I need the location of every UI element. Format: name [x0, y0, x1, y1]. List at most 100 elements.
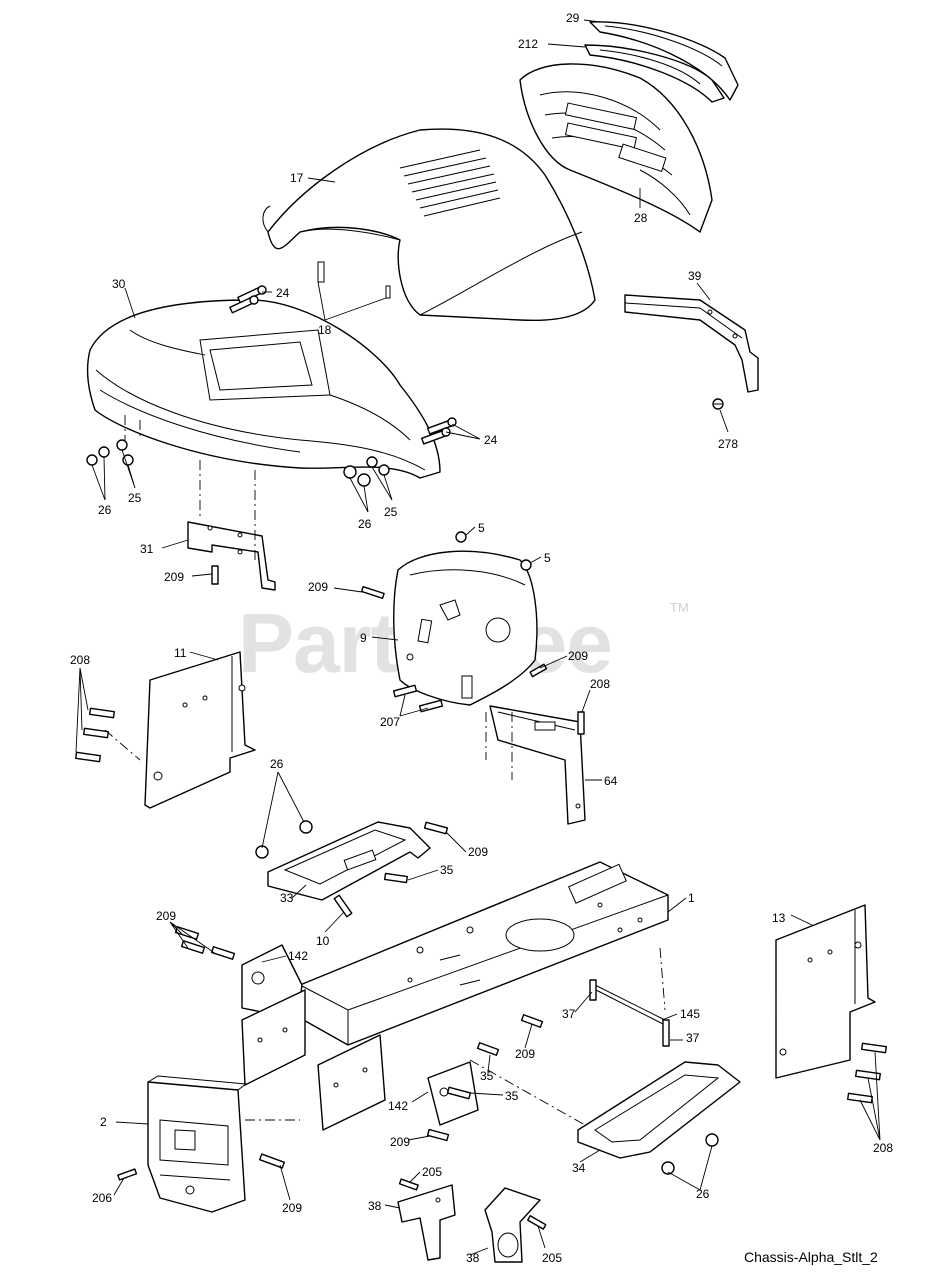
- washer-25-right-b: [378, 464, 390, 476]
- callout-label: 212: [518, 37, 538, 51]
- bolt-208-right-c: [846, 1092, 874, 1104]
- callout-label: 34: [572, 1161, 586, 1175]
- bolt-37: [589, 979, 597, 1001]
- screw-209-31: [211, 565, 219, 585]
- bolt-208-left-c: [74, 751, 102, 763]
- screw-278-part: [712, 398, 724, 410]
- assembly-lines: [104, 415, 666, 1126]
- callout-label: 13: [772, 911, 786, 925]
- callout-label: 35: [440, 863, 454, 877]
- callout-label: 5: [478, 521, 485, 535]
- middle-plate-part: [317, 1034, 386, 1131]
- callout-label: 209: [468, 845, 488, 859]
- callout-label: 209: [390, 1135, 410, 1149]
- callout-label: 33: [280, 891, 294, 905]
- bolt-207-b: [418, 699, 444, 713]
- washer-25: [116, 439, 128, 451]
- callout-label: 10: [316, 934, 330, 948]
- callout-label: 37: [686, 1031, 700, 1045]
- bolt-209-front-b: [180, 940, 206, 954]
- washer-25-right: [366, 456, 378, 468]
- callout-label: 208: [70, 653, 90, 667]
- callout-label: 17: [290, 171, 304, 185]
- bolt-209-hitch: [258, 1153, 286, 1169]
- callout-label: 35: [505, 1089, 519, 1103]
- callout-label: 24: [484, 433, 498, 447]
- callout-label: 142: [288, 949, 308, 963]
- callout-label: 29: [566, 11, 580, 25]
- callout-label: 206: [92, 1191, 112, 1205]
- callout-label: 25: [128, 491, 142, 505]
- screw-205: [398, 1178, 419, 1191]
- nut-5-b: [520, 559, 532, 571]
- callout-label: 24: [276, 286, 290, 300]
- bolt-208-right: [860, 1042, 888, 1054]
- bolt-35-footrest: [383, 872, 409, 884]
- callout-label: 26: [270, 757, 284, 771]
- diagram-caption: Chassis-Alpha_Stlt_2: [744, 1249, 878, 1265]
- callout-label: 278: [718, 437, 738, 451]
- callout-label: 26: [98, 503, 112, 517]
- screw-209-dash: [360, 585, 385, 599]
- fasteners: [74, 285, 888, 1230]
- bolt-35-mid: [476, 1042, 500, 1056]
- right-side-panel-part: [775, 904, 876, 1079]
- bolt-35-lower: [426, 1128, 450, 1142]
- bolt-208-left-b: [82, 727, 110, 739]
- hood-bracket-part: [624, 294, 759, 393]
- callout-label: 209: [515, 1047, 535, 1061]
- bolt-208-64: [577, 711, 585, 735]
- callout-label: 207: [380, 715, 400, 729]
- callout-label: 142: [388, 1099, 408, 1113]
- bolt-24-upper-2: [229, 295, 259, 314]
- screw-205-b: [527, 1215, 547, 1230]
- right-footrest-part: [577, 1061, 741, 1159]
- bolt-37-b: [662, 1019, 670, 1047]
- callout-label: 39: [688, 269, 702, 283]
- bolt-24-lower-2: [420, 427, 451, 445]
- callout-label: 205: [542, 1251, 562, 1265]
- nut-26: [98, 446, 110, 458]
- callout-label: 209: [156, 909, 176, 923]
- callout-label: 26: [696, 1187, 710, 1201]
- nut-5: [455, 531, 467, 543]
- callout-label: 31: [140, 542, 154, 556]
- bolt-208-left: [88, 707, 116, 719]
- bolt-209-footrest: [423, 821, 449, 835]
- nut-26-b: [86, 454, 98, 466]
- hood-trim-strip-part: [584, 21, 739, 103]
- callout-label: 37: [562, 1007, 576, 1021]
- callout-label: 38: [368, 1199, 382, 1213]
- callout-label: 209: [164, 570, 184, 584]
- callout-label: 2: [100, 1115, 107, 1129]
- callout-label: 35: [480, 1069, 494, 1083]
- callout-label: 209: [568, 649, 588, 663]
- bracket-64-part: [489, 705, 586, 825]
- hood-part: [262, 128, 596, 322]
- callout-label: 209: [282, 1201, 302, 1215]
- callout-label: 26: [358, 517, 372, 531]
- bolt-209-front-c: [210, 946, 236, 960]
- callout-label: 145: [680, 1007, 700, 1021]
- leader-lines: [75, 19, 881, 1256]
- callout-label: 64: [604, 774, 618, 788]
- callout-label: 208: [873, 1141, 893, 1155]
- nut-26-footrest: [299, 820, 313, 834]
- front-hitch-bracket-part: [147, 1075, 248, 1213]
- callout-label: 205: [422, 1165, 442, 1179]
- callout-label: 18: [318, 323, 332, 337]
- bolt-24-upper: [237, 285, 267, 304]
- front-plate-part: [241, 989, 306, 1086]
- nut-26-right-b: [357, 473, 371, 487]
- bolt-10: [333, 894, 353, 918]
- bracket-38-right-part: [484, 1187, 541, 1263]
- bolt-209-lower: [446, 1086, 472, 1100]
- rod-145-part: [594, 984, 666, 1026]
- nut-26-right: [343, 465, 357, 479]
- callout-label: 9: [360, 631, 367, 645]
- nut-26-right-footrest-b: [661, 1161, 675, 1175]
- nut-26-right-footrest: [705, 1133, 719, 1147]
- main-frame-part: [299, 861, 669, 1046]
- callout-labels: 29 212 17 28 24 30 18 39 278 24 25 26 26…: [70, 11, 893, 1265]
